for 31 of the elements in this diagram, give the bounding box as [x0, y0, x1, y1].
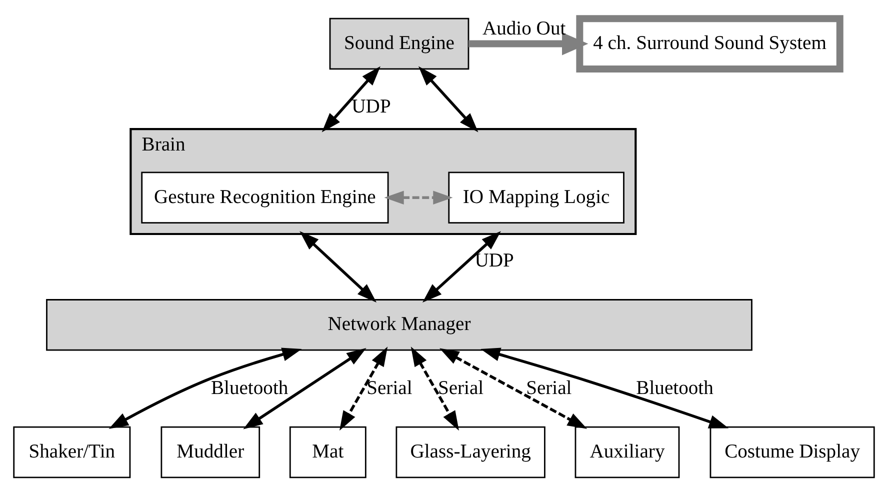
node-box: Gesture Recognition Engine [141, 171, 389, 224]
node-box: Network Manager [46, 298, 752, 350]
edge-label: Serial [438, 377, 484, 398]
node-box: Glass-Layering [396, 426, 546, 478]
arrow [300, 230, 377, 302]
node-box: Auxiliary [574, 426, 680, 478]
arrow [422, 230, 501, 302]
node-box: Mat [289, 426, 366, 478]
node-box: Muddler [160, 426, 260, 478]
arrow [418, 66, 478, 132]
edge-label: Bluetooth [210, 377, 288, 398]
arrow [243, 348, 366, 429]
edge-label: UDP [474, 250, 514, 271]
arrow [439, 348, 588, 428]
arrow [480, 347, 729, 428]
arrow [322, 66, 380, 132]
arrow [410, 346, 459, 430]
arrow [384, 190, 453, 204]
arrow [108, 347, 302, 428]
node-box: 4 ch. Surround Sound System [576, 14, 844, 72]
edge-label: Serial [366, 377, 412, 398]
edge-label: Audio Out [482, 18, 566, 39]
node-box: IO Mapping Logic [448, 171, 624, 224]
node-box: Costume Display [710, 426, 875, 478]
edge-label: Bluetooth [636, 377, 714, 398]
edge-label: UDP [352, 96, 391, 118]
arrow [340, 346, 388, 430]
node-box: Shaker/Tin [13, 426, 131, 478]
node-box: Sound Engine [329, 17, 470, 70]
arrow [468, 32, 588, 55]
edge-label: Serial [526, 377, 572, 398]
